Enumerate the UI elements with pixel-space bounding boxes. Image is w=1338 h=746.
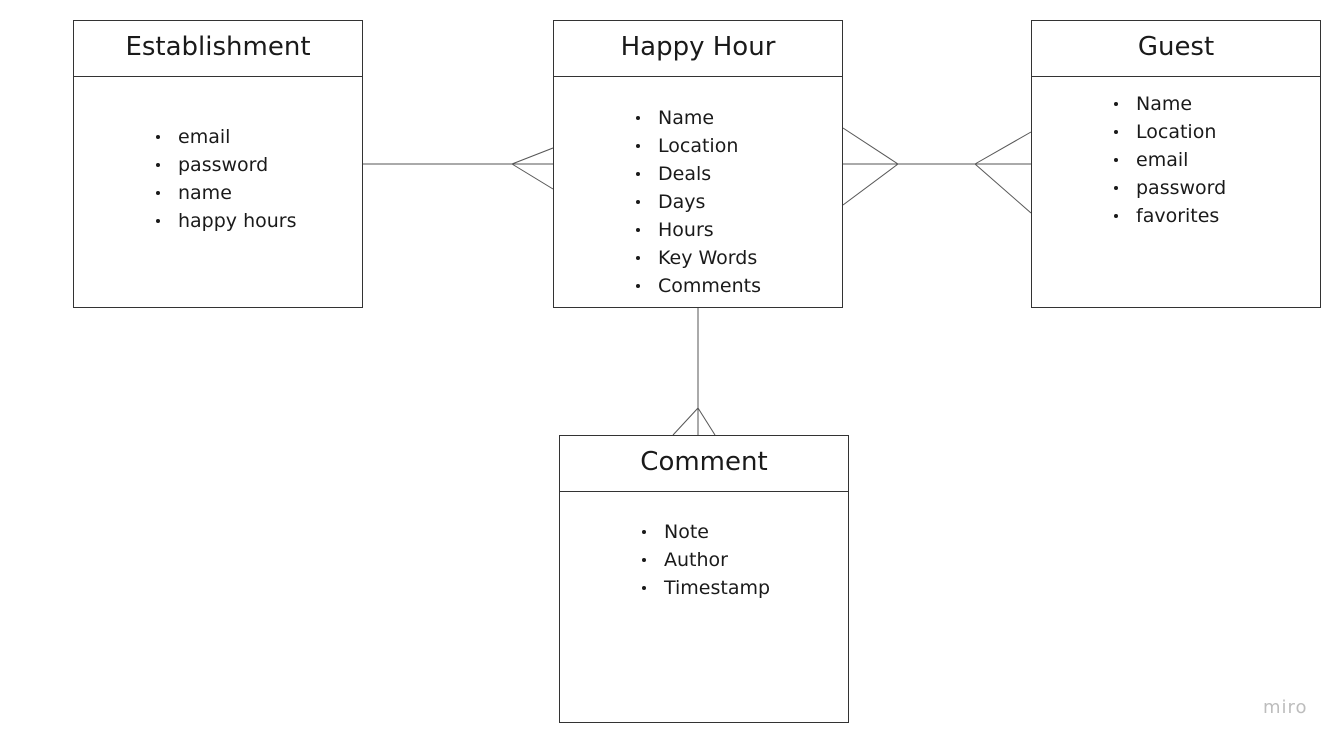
bullet-icon: [1114, 158, 1118, 162]
attribute-item: happy hours: [156, 207, 297, 235]
attribute-item: password: [1114, 174, 1226, 202]
attribute-label: Key Words: [658, 247, 758, 269]
attribute-list: email password name happy hours: [156, 123, 297, 235]
attribute-label: Name: [658, 107, 715, 129]
bullet-icon: [636, 144, 640, 148]
attribute-item: Name: [1114, 90, 1226, 118]
bullet-icon: [636, 284, 640, 288]
entity-title: Happy Hour: [554, 21, 842, 77]
attribute-item: Timestamp: [642, 574, 770, 602]
attribute-label: favorites: [1136, 205, 1220, 227]
relationship-happy-hour-guest: [842, 127, 1032, 214]
attribute-item: name: [156, 179, 297, 207]
attribute-label: email: [178, 126, 231, 148]
bullet-icon: [156, 163, 160, 167]
attribute-item: Note: [642, 518, 770, 546]
relationship-happy-hour-comment: [672, 308, 716, 436]
attribute-item: Deals: [636, 160, 761, 188]
attribute-label: Timestamp: [664, 577, 771, 599]
bullet-icon: [156, 135, 160, 139]
bullet-icon: [1114, 186, 1118, 190]
attribute-label: Name: [1136, 93, 1193, 115]
attribute-item: Comments: [636, 272, 761, 300]
entity-establishment[interactable]: Establishment email password name happy hou…: [73, 20, 363, 308]
attribute-label: Location: [1136, 121, 1217, 143]
attribute-item: favorites: [1114, 202, 1226, 230]
bullet-icon: [1114, 102, 1118, 106]
attribute-item: email: [1114, 146, 1226, 174]
bullet-icon: [642, 558, 646, 562]
miro-watermark: miro: [1263, 697, 1308, 718]
bullet-icon: [636, 200, 640, 204]
bullet-icon: [156, 219, 160, 223]
attribute-item: Location: [1114, 118, 1226, 146]
entity-title: Comment: [560, 436, 848, 492]
attribute-item: password: [156, 151, 297, 179]
attribute-label: Hours: [658, 219, 714, 241]
relationship-establishment-happy-hour: [363, 147, 554, 190]
attribute-label: Note: [664, 521, 709, 543]
bullet-icon: [1114, 214, 1118, 218]
attribute-label: Comments: [658, 275, 761, 297]
bullet-icon: [642, 530, 646, 534]
attribute-item: Location: [636, 132, 761, 160]
bullet-icon: [636, 228, 640, 232]
attribute-item: Days: [636, 188, 761, 216]
attribute-label: password: [1136, 177, 1227, 199]
entity-title: Establishment: [74, 21, 362, 77]
bullet-icon: [636, 172, 640, 176]
bullet-icon: [642, 586, 646, 590]
attribute-label: Author: [664, 549, 728, 571]
attribute-item: Author: [642, 546, 770, 574]
attribute-label: Location: [658, 135, 739, 157]
bullet-icon: [636, 116, 640, 120]
attribute-label: happy hours: [178, 210, 297, 232]
bullet-icon: [156, 191, 160, 195]
attribute-label: password: [178, 154, 269, 176]
attribute-label: name: [178, 182, 232, 204]
entity-title: Guest: [1032, 21, 1320, 77]
attribute-label: email: [1136, 149, 1189, 171]
attribute-item: Hours: [636, 216, 761, 244]
bullet-icon: [1114, 130, 1118, 134]
bullet-icon: [636, 256, 640, 260]
attribute-label: Days: [658, 191, 706, 213]
attribute-item: Name: [636, 104, 761, 132]
attribute-item: Key Words: [636, 244, 761, 272]
attribute-item: email: [156, 123, 297, 151]
attribute-label: Deals: [658, 163, 712, 185]
